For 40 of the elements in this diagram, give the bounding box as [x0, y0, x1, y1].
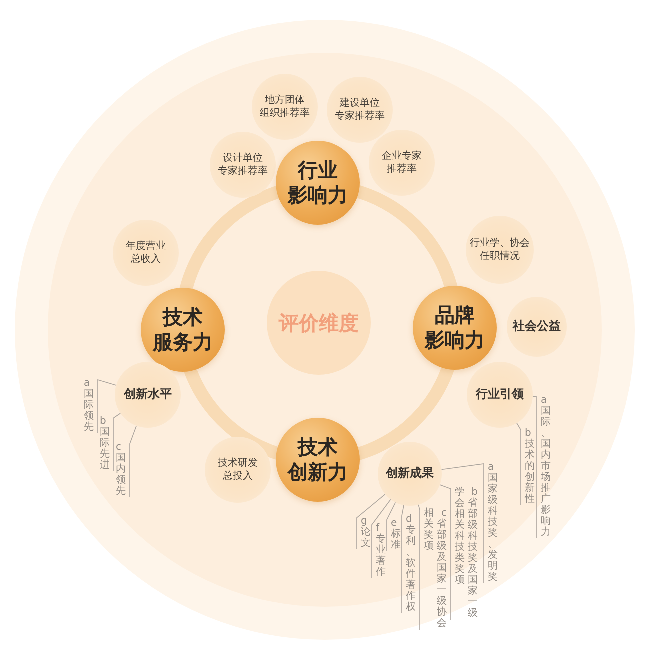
vertical-label: c 国内领先: [116, 442, 126, 497]
indicator-text: 行业学、协会任职情况: [470, 237, 530, 263]
leader-line: [372, 499, 392, 578]
indicator-text: 创新成果: [386, 466, 434, 482]
indicator-text: 地方团体组织推荐率: [260, 94, 310, 120]
leader-line: [441, 464, 484, 584]
center-title: 评价维度: [279, 311, 359, 335]
vertical-label: a 国际、国内市场推广影响力: [541, 395, 551, 538]
leader-line: [532, 396, 538, 538]
dimension-title: 技术服务力: [153, 305, 213, 355]
vertical-label: a 国家级科技奖、发明奖: [488, 462, 498, 583]
vertical-label: f 专业著作: [376, 523, 386, 578]
indicator-text: 年度营业总收入: [126, 240, 166, 266]
leader-line: [98, 379, 117, 434]
leader-line: [418, 504, 420, 630]
indicator-text: 创新水平: [124, 387, 172, 403]
indicator-text: 设计单位专家推荐率: [218, 152, 268, 178]
vertical-label: g 论文: [361, 516, 371, 549]
vertical-label: d 专利、软件著作权: [406, 514, 416, 613]
vertical-label: c 省部级及国家一级协会相关奖项: [424, 508, 447, 630]
vertical-label: b 省部级科技奖及国家一级学会相关科技类奖项: [455, 487, 478, 620]
leader-line: [356, 494, 386, 550]
vertical-label: b 技术的创新性: [525, 428, 535, 505]
vertical-label: a 国际领先: [84, 378, 94, 433]
leader-line: [114, 413, 122, 472]
indicator-text: 企业专家推荐率: [382, 150, 422, 176]
leader-line: [402, 505, 404, 614]
vertical-label: b 国际先进: [100, 416, 110, 471]
dimension-title: 技术创新力: [288, 435, 348, 485]
indicator-text: 技术研发总投入: [218, 457, 258, 483]
dimension-title: 品牌影响力: [425, 303, 485, 353]
leader-line: [516, 422, 522, 506]
dimension-title: 行业影响力: [288, 158, 348, 208]
indicator-text: 社会公益: [513, 319, 561, 335]
leader-line: [386, 502, 396, 552]
leader-line: [130, 426, 138, 498]
leader-line: [440, 484, 452, 620]
vertical-label: e 标准: [391, 518, 401, 551]
indicator-text: 建设单位专家推荐率: [335, 97, 385, 123]
indicator-text: 行业引领: [476, 387, 524, 403]
